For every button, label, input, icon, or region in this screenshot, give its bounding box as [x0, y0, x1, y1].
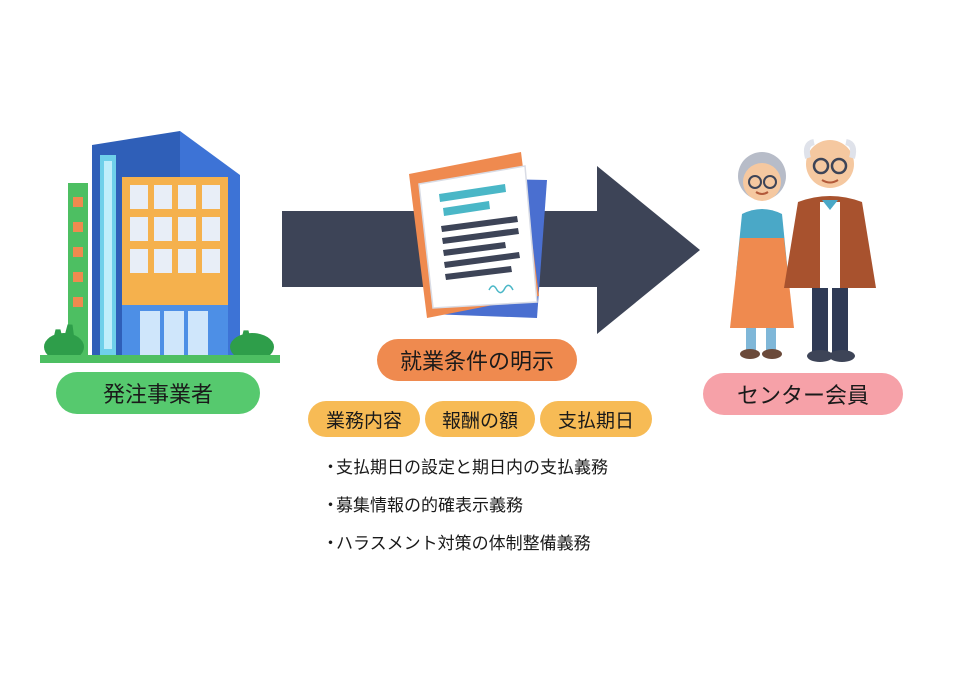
list-item: ・ハラスメント対策の体制整備義務 — [322, 528, 608, 566]
tag-work-content: 業務内容 — [308, 401, 420, 437]
tag-compensation: 報酬の額 — [425, 401, 535, 437]
list-item-text: ハラスメント対策の体制整備義務 — [336, 534, 591, 554]
contract-document-icon — [409, 152, 547, 318]
list-item: ・支払期日の設定と期日内の支払義務 — [322, 452, 608, 490]
work-conditions-label: 就業条件の明示 — [377, 339, 577, 381]
bullet-marker: ・ — [322, 458, 339, 478]
center-member-label: センター会員 — [703, 373, 903, 415]
bullet-marker: ・ — [322, 534, 339, 554]
client-business-label: 発注事業者 — [56, 372, 260, 414]
office-building-icon — [40, 131, 280, 363]
obligation-list: ・支払期日の設定と期日内の支払義務 ・募集情報の的確表示義務 ・ハラスメント対策… — [322, 452, 608, 566]
list-item: ・募集情報の的確表示義務 — [322, 490, 608, 528]
tag-payment-date: 支払期日 — [540, 401, 652, 437]
list-item-text: 募集情報の的確表示義務 — [336, 496, 523, 516]
list-item-text: 支払期日の設定と期日内の支払義務 — [336, 458, 608, 478]
senior-members-icon — [730, 139, 876, 362]
bullet-marker: ・ — [322, 496, 339, 516]
